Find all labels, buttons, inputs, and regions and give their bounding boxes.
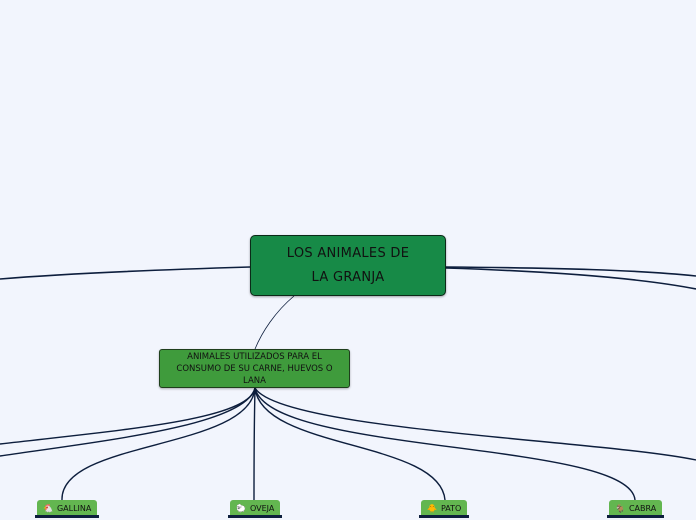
sheep-icon: 🐑	[236, 503, 246, 513]
connector-topic-oveja	[253, 387, 256, 501]
duck-icon: 🐥	[427, 503, 437, 513]
leaf-topic-label: CABRA	[628, 504, 657, 513]
leaf-topic-label: PATO	[440, 504, 462, 513]
connector-root-right-a	[445, 266, 696, 277]
leaf-topic-pato[interactable]: 🐥 PATO	[418, 500, 470, 518]
connector-topic-gallina	[61, 387, 256, 501]
connector-topic-cabra	[254, 387, 636, 501]
connector-topic-offscreen-right	[254, 387, 696, 461]
leaf-topic-oveja[interactable]: 🐑 OVEJA	[227, 500, 283, 518]
goat-icon: 🐐	[615, 503, 625, 513]
leaf-topic-cabra[interactable]: 🐐 CABRA	[606, 500, 665, 518]
connector-root-right-b	[445, 267, 696, 290]
root-topic[interactable]: LOS ANIMALES DE LA GRANJA	[250, 235, 446, 296]
main-topic-consumo[interactable]: ANIMALES UTILIZADOS PARA EL CONSUMO DE S…	[159, 349, 350, 388]
root-topic-label: LOS ANIMALES DE LA GRANJA	[286, 245, 410, 285]
connector-root-topic	[254, 295, 295, 350]
connector-topic-offscreen-left-b	[0, 387, 256, 457]
connector-root-left	[0, 266, 251, 280]
leaf-topic-gallina[interactable]: 🐔 GALLINA	[34, 500, 100, 518]
chicken-icon: 🐔	[43, 503, 53, 513]
leaf-topic-label: OVEJA	[249, 504, 275, 513]
leaf-topic-label: GALLINA	[56, 504, 92, 513]
connector-topic-pato	[254, 387, 446, 501]
main-topic-label: ANIMALES UTILIZADOS PARA EL CONSUMO DE S…	[176, 351, 333, 386]
